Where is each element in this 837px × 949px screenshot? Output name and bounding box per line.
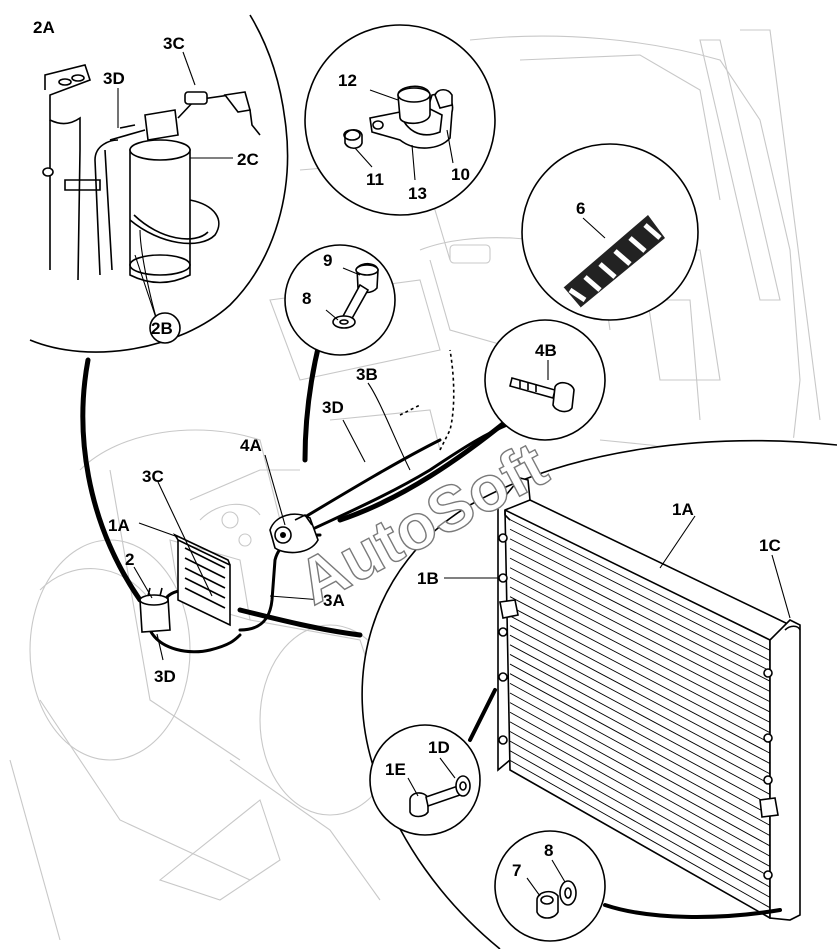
condenser-fin-line <box>509 644 771 785</box>
condenser-fin-line <box>509 759 771 909</box>
condenser-fin-line <box>509 692 771 837</box>
callout-4A: 4A <box>240 436 262 455</box>
callout-2B-ring <box>149 312 181 344</box>
callout-3D-top: 3D <box>103 69 125 88</box>
callout-3C-top: 3C <box>163 34 185 53</box>
callout-1B: 1B <box>417 569 439 588</box>
condenser-fin-line <box>509 605 771 744</box>
callout-3D-mid: 3D <box>322 398 344 417</box>
detail-receiver-drier <box>0 0 289 354</box>
callout-3B: 3B <box>356 365 378 384</box>
callout-4B: 4B <box>535 341 557 360</box>
callout-7: 7 <box>512 861 521 880</box>
callout-labels: 2A 3D 3C 2C 2B 12 10 11 13 6 9 8 4B 3B 3… <box>33 18 781 880</box>
callout-1D: 1D <box>428 738 450 757</box>
callout-2B: 2B <box>151 319 173 338</box>
receiver-cylinder-2C <box>129 149 191 284</box>
main-view-receiver-drier <box>139 587 171 633</box>
callout-1E: 1E <box>385 760 406 779</box>
side-bracket-1C <box>769 619 801 921</box>
condenser-fin-line <box>509 557 771 692</box>
condenser-fin-line <box>509 702 771 847</box>
detail-sleeve <box>521 143 699 321</box>
condenser-fin-line <box>509 654 771 795</box>
bracket-2A <box>44 64 92 150</box>
callout-11: 11 <box>366 170 384 189</box>
callout-1C: 1C <box>759 536 781 555</box>
condenser-fin-line <box>509 586 771 723</box>
callout-2: 2 <box>125 550 134 569</box>
condenser-fin-line <box>509 663 771 806</box>
detail-condenser-hardware <box>498 533 801 921</box>
callout-10: 10 <box>451 165 470 184</box>
condenser-fin-line <box>509 548 771 682</box>
condenser-fin-line <box>509 519 771 651</box>
condenser-fin-line <box>509 711 771 857</box>
callout-6: 6 <box>576 199 585 218</box>
condenser-fin-line <box>509 721 771 867</box>
compressor-4A <box>269 513 319 554</box>
callout-9: 9 <box>323 251 332 270</box>
callout-3A: 3A <box>323 591 345 610</box>
detail-link-lines <box>468 688 782 919</box>
condenser-fin-line <box>509 682 771 826</box>
callout-2C: 2C <box>237 150 259 169</box>
condenser-fin-line <box>509 740 771 888</box>
detail-bolt-1E <box>369 724 481 836</box>
condenser-fins <box>509 519 771 909</box>
hose-3D-lower <box>148 628 242 654</box>
callout-1A-right: 1A <box>672 500 694 519</box>
detail-bolt-9 <box>284 244 396 356</box>
callout-8-top: 8 <box>302 289 311 308</box>
hose-to-4B-detail <box>337 407 523 523</box>
condenser-fin-line <box>509 567 771 703</box>
condenser-fin-line <box>509 538 771 672</box>
hose-to-condenser-detail <box>237 607 363 638</box>
detail-nut-7 <box>494 830 606 942</box>
callout-3C-mid: 3C <box>142 467 164 486</box>
main-view-condenser-small <box>172 533 231 627</box>
callout-12: 12 <box>338 71 357 90</box>
condenser-fin-line <box>509 625 771 764</box>
detail-clamp <box>304 24 496 216</box>
hose-to-compressor-detail <box>302 337 323 463</box>
detail-bolt-4B <box>484 319 606 441</box>
condenser-fin-line <box>509 634 771 775</box>
callout-13: 13 <box>408 184 427 203</box>
condenser-fin-line <box>509 528 771 661</box>
condenser-fin-line <box>509 596 771 734</box>
condenser-fin-line <box>509 750 771 898</box>
callout-3D-low: 3D <box>154 667 176 686</box>
condenser-fin-line <box>509 731 771 878</box>
callout-2A: 2A <box>33 18 55 37</box>
condenser-fin-line <box>509 577 771 713</box>
hose-3D-upper <box>298 438 442 522</box>
callout-8-low: 8 <box>544 841 553 860</box>
condenser-fin-line <box>509 615 771 754</box>
callout-1A-left: 1A <box>108 516 130 535</box>
condenser-fin-line <box>509 673 771 816</box>
leader-lines <box>117 51 791 897</box>
hose-to-receiver-drier <box>80 357 143 603</box>
